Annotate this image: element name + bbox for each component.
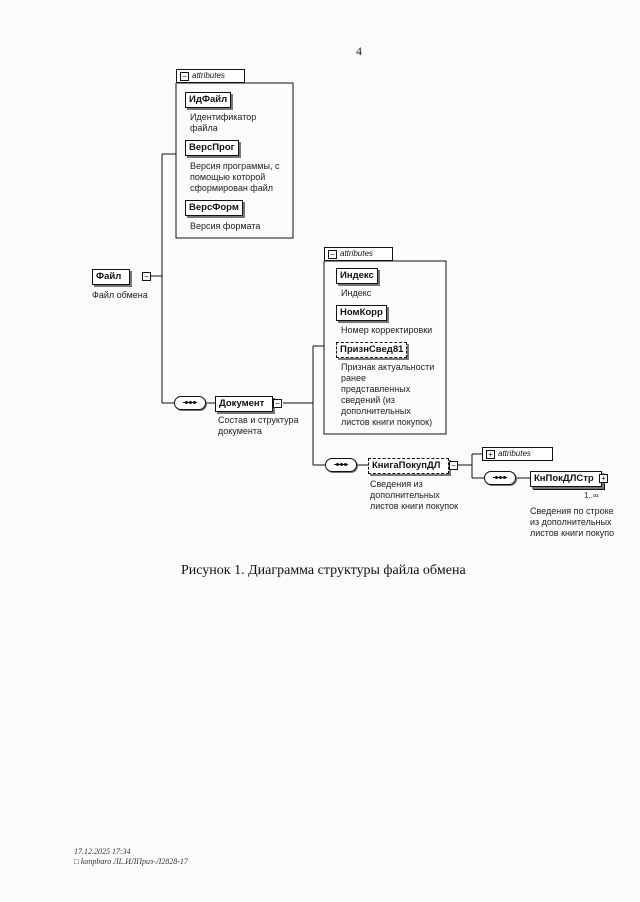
root-attributes-frame [175, 82, 294, 239]
line-expand-icon[interactable]: + [599, 474, 608, 483]
sequence-icon [484, 471, 516, 485]
attr-versform[interactable]: ВерсФорм [185, 200, 243, 216]
sequence-icon [174, 396, 206, 410]
book-description: Сведения из дополнительных листов книги … [370, 479, 459, 511]
book-collapse-icon[interactable]: − [449, 461, 458, 470]
collapse-icon[interactable]: − [328, 250, 337, 259]
attr-idfile[interactable]: ИдФайл [185, 92, 232, 108]
figure-caption: Рисунок 1. Диаграмма структуры файла обм… [181, 563, 466, 578]
document-element[interactable]: Документ [215, 396, 273, 412]
attr-index[interactable]: Индекс [336, 268, 378, 284]
attr-versprog[interactable]: ВерсПрог [185, 140, 239, 156]
document-collapse-icon[interactable]: − [273, 399, 282, 408]
sequence-icon [325, 458, 357, 472]
attr-nomkorr[interactable]: НомКорр [336, 305, 387, 321]
document-attributes-header[interactable]: − attributes [324, 247, 393, 261]
footer-date: 17.12.2025 17:34 [74, 847, 131, 856]
book-attributes-header[interactable]: + attributes [482, 447, 553, 461]
book-element[interactable]: КнигаПокупДЛ [368, 458, 449, 474]
attr-priznsved81[interactable]: ПризнСвед81 [336, 342, 408, 358]
line-multiplicity: 1..∞ [584, 491, 599, 500]
document-attributes-frame [323, 260, 447, 435]
line-element[interactable]: КнПокДЛСтр [530, 471, 602, 487]
root-attributes-header[interactable]: − attributes [176, 69, 245, 83]
root-element-label: Файл [96, 271, 122, 282]
root-collapse-icon[interactable]: − [142, 272, 151, 281]
attr-idfile-description: Идентификатор файла [190, 112, 257, 133]
line-description: Сведения по строке из дополнительных лис… [530, 506, 615, 538]
document-description: Состав и структура документа [218, 415, 299, 436]
attr-index-description: Индекс [341, 288, 372, 298]
page-number: 4 [356, 44, 362, 58]
attr-versform-description: Версия формата [190, 221, 261, 231]
footer-doc-ref: □ konpbaro ЛL.ИЛПриз-Л2828-17 [74, 857, 188, 866]
attr-priznsved81-description: Признак актуальности ранее представленны… [341, 362, 435, 427]
attr-nomkorr-description: Номер корректировки [341, 325, 433, 335]
collapse-icon[interactable]: − [180, 72, 189, 81]
attr-versprog-description: Версия программы, с помощью которой сфор… [190, 161, 280, 193]
root-element-description: Файл обмена [92, 290, 148, 300]
root-element-file[interactable]: Файл [92, 269, 130, 285]
expand-icon[interactable]: + [486, 450, 495, 459]
